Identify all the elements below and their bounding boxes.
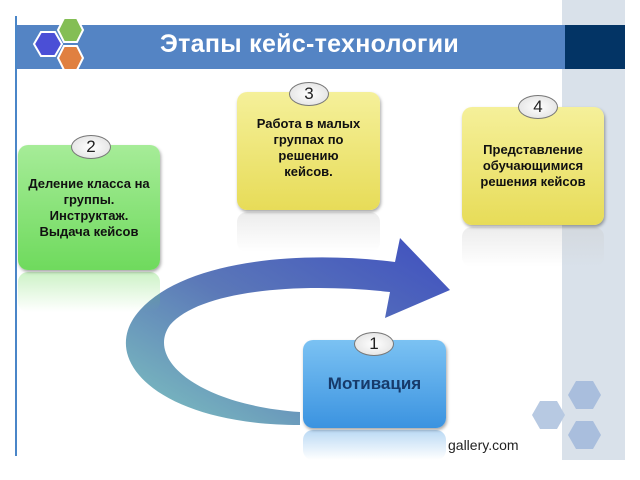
stage-3-reflection: [237, 212, 380, 252]
stage-3-text: Работа в малых группах по решению кейсов…: [256, 116, 361, 179]
stage-1-box: Мотивация: [303, 340, 446, 428]
stage-4-reflection: [462, 227, 604, 267]
title-bar: [17, 25, 565, 69]
stage-2-reflection: [18, 272, 160, 312]
hexagon-logo-icon: [32, 17, 85, 71]
stage-4-box: Представление обучающимися решения кейсо…: [462, 107, 604, 225]
stage-2-badge: 2: [71, 135, 111, 159]
decor-hexagons-icon: [532, 381, 601, 449]
footer-text: gallery.com: [448, 437, 519, 453]
stage-1-reflection: [303, 430, 446, 460]
stage-3-box: Работа в малых группах по решению кейсов…: [237, 92, 380, 210]
stage-1-badge: 1: [354, 332, 394, 356]
title-bar-accent: [565, 25, 625, 69]
stage-2-text: Деление класса на группы. Инструктаж. Вы…: [28, 175, 150, 239]
stage-2-box: Деление класса на группы. Инструктаж. Вы…: [18, 145, 160, 270]
stage-4-text: Представление обучающимися решения кейсо…: [480, 142, 586, 189]
stage-4-badge: 4: [518, 95, 558, 119]
stage-1-text: Мотивация: [327, 374, 422, 393]
slide-title: Этапы кейс-технологии: [160, 30, 460, 58]
stage-3-badge: 3: [289, 82, 329, 106]
left-border-line: [15, 16, 17, 456]
